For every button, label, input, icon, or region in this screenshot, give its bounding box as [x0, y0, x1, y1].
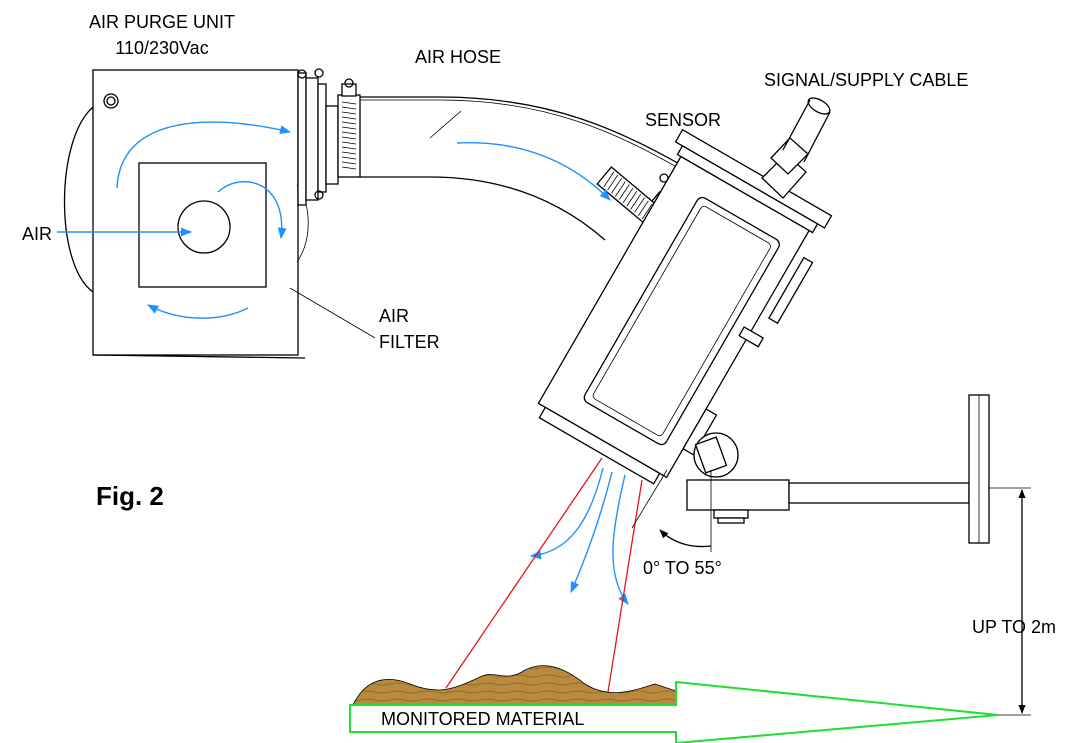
- hose-clamp: [337, 94, 361, 178]
- signal-supply-cable: [761, 97, 831, 199]
- air-inlet-label: AIR: [22, 224, 52, 244]
- sensor-window: [583, 196, 780, 446]
- sensor: [537, 128, 833, 485]
- air-hose: [360, 96, 691, 241]
- signal-supply-cable-label: SIGNAL/SUPPLY CABLE: [764, 70, 968, 90]
- air-filter-label-line1: AIR: [379, 306, 409, 326]
- air-purge-unit: [63, 68, 361, 359]
- mounting-bracket: [686, 394, 990, 544]
- figure-label: Fig. 2: [96, 481, 164, 511]
- angle-range-label: 0° TO 55°: [643, 558, 722, 578]
- voltage-label: 110/230Vac: [115, 38, 208, 58]
- air-filter-housing: [138, 162, 267, 288]
- air-filter-leader-line: [289, 287, 376, 339]
- distance-label: UP TO 2m: [972, 617, 1056, 637]
- material-surface: [352, 665, 677, 706]
- tilt-angle-indicator: [631, 469, 712, 552]
- air-hose-label: AIR HOSE: [415, 47, 501, 67]
- air-flow-arrows: [57, 121, 629, 605]
- sensor-label: SENSOR: [645, 110, 721, 130]
- cable-gland: [767, 256, 814, 325]
- distance-dimension: [988, 487, 1031, 716]
- air-filter: [177, 200, 231, 254]
- purge-unit-motor-housing: [63, 106, 94, 293]
- material-conveyor-outline: [349, 680, 999, 743]
- air-purge-unit-label: AIR PURGE UNIT: [89, 12, 235, 32]
- purge-unit-housing: [92, 69, 299, 356]
- air-filter-label-line2: FILTER: [379, 332, 440, 352]
- monitored-material: [349, 665, 999, 743]
- mounting-screw-icon: [103, 93, 119, 109]
- monitored-material-label: MONITORED MATERIAL: [381, 709, 584, 729]
- measurement-beam: [445, 457, 643, 693]
